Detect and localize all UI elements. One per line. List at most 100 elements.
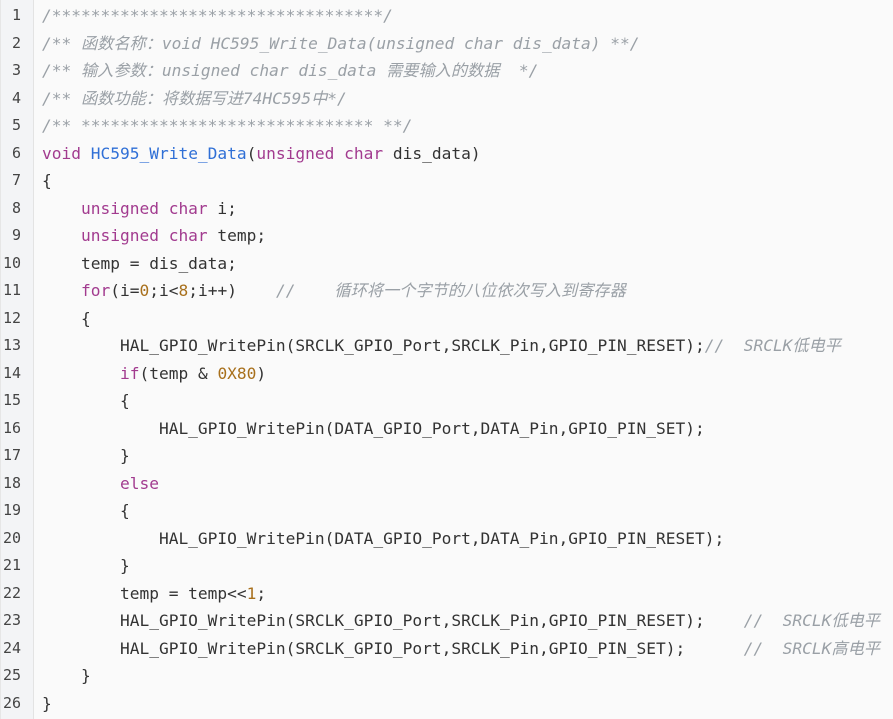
- code-text: }: [42, 442, 130, 470]
- line-number: 8: [11, 198, 21, 217]
- line-number-gutter: [1, 0, 34, 719]
- code-line: 4 /** 函数功能：将数据写进74HC595中*/: [1, 85, 893, 113]
- line-number: 21: [2, 556, 21, 574]
- comment-token: /** 函数功能：将数据写进74HC595中*/: [42, 88, 347, 108]
- comment-token: // SRCLK低电平: [704, 336, 841, 355]
- code-line: 6 void HC595_Write_Data(unsigned char dis…: [1, 140, 893, 168]
- code-text: temp = temp<<1;: [42, 580, 266, 608]
- code-line: 5 /** ****************************** **/: [1, 112, 893, 140]
- line-number: 14: [2, 363, 21, 382]
- number-token: 0: [139, 281, 150, 300]
- code-text: HAL_GPIO_WritePin(DATA_GPIO_Port,DATA_Pi…: [42, 415, 705, 443]
- code-text: {: [42, 167, 52, 195]
- code-token: temp;: [207, 226, 267, 245]
- code-line: 18 else: [1, 470, 893, 498]
- comment-token: /** ****************************** **/: [42, 116, 413, 135]
- code-line: 19 {: [1, 497, 893, 525]
- code-text: for(i=0;i<8;i++) // 循环将一个字节的八位依次写入到寄存器: [42, 277, 626, 305]
- code-token: {: [42, 391, 130, 410]
- keyword-token: unsigned char: [80, 226, 208, 245]
- code-line: 12 {: [1, 305, 893, 333]
- line-number: 5: [11, 116, 21, 134]
- code-token: (i=: [110, 281, 140, 300]
- line-number: 19: [2, 501, 21, 519]
- code-line: 7{: [1, 167, 893, 195]
- code-text: /**********************************/: [42, 2, 393, 30]
- code-text: unsigned char temp;: [42, 222, 266, 250]
- code-text: /** 函数名称：void HC595_Write_Data(unsigned …: [42, 30, 639, 58]
- code-text: {: [42, 497, 130, 525]
- line-number: 24: [2, 638, 21, 657]
- code-token: }: [42, 666, 91, 685]
- line-number: 23: [2, 611, 21, 629]
- code-text: /** 函数功能：将数据写进74HC595中*/: [42, 85, 347, 113]
- keyword-token: unsigned char: [80, 198, 208, 218]
- code-token: ;: [256, 583, 267, 603]
- code-text: HAL_GPIO_WritePin(SRCLK_GPIO_Port,SRCLK_…: [42, 635, 880, 663]
- code-token: }: [42, 556, 130, 575]
- line-number: 17: [2, 446, 21, 464]
- code-token: temp = dis_data;: [42, 253, 237, 273]
- keyword-token: if: [119, 363, 140, 383]
- line-number: 4: [11, 88, 21, 107]
- comment-token: /** 输入参数：unsigned char dis_data 需要输入的数据 …: [42, 61, 539, 80]
- code-text: /** 输入参数：unsigned char dis_data 需要输入的数据 …: [42, 57, 538, 85]
- line-number: 6: [11, 143, 21, 162]
- code-line: 14 if(temp & 0X80): [1, 360, 893, 388]
- code-line: 20 HAL_GPIO_WritePin(DATA_GPIO_Port,DATA…: [1, 525, 893, 553]
- line-number: 12: [2, 308, 21, 327]
- code-text: }: [42, 662, 91, 690]
- line-number: 11: [2, 281, 21, 299]
- line-number: 3: [11, 61, 21, 79]
- keyword-token: for: [80, 281, 111, 300]
- code-line: 9 unsigned char temp;: [1, 222, 893, 250]
- code-line: 17 }: [1, 442, 893, 470]
- code-line: 21 }: [1, 552, 893, 580]
- code-line: 24 HAL_GPIO_WritePin(SRCLK_GPIO_Port,SRC…: [1, 635, 893, 663]
- line-number: 1: [11, 6, 21, 24]
- code-token: [42, 364, 120, 383]
- line-number: 15: [2, 391, 21, 409]
- code-line: 15 {: [1, 387, 893, 415]
- code-token: ;i++): [188, 281, 276, 300]
- code-text: HAL_GPIO_WritePin(SRCLK_GPIO_Port,SRCLK_…: [42, 607, 880, 635]
- line-number: 16: [2, 418, 21, 437]
- code-token: HAL_GPIO_WritePin(SRCLK_GPIO_Port,SRCLK_…: [42, 611, 744, 630]
- code-line: 2/** 函数名称：void HC595_Write_Data(unsigned…: [1, 30, 893, 58]
- keyword-token: else: [119, 473, 159, 493]
- code-text: /** ****************************** **/: [42, 112, 412, 140]
- code-token: i;: [207, 198, 237, 218]
- line-number: 26: [2, 693, 21, 712]
- code-token: }: [42, 446, 130, 465]
- code-token: dis_data): [383, 143, 481, 163]
- code-token: ): [256, 363, 267, 383]
- code-token: {: [42, 501, 130, 520]
- code-token: [42, 281, 81, 300]
- code-line: 13 HAL_GPIO_WritePin(SRCLK_GPIO_Port,SRC…: [1, 332, 893, 360]
- code-line: 25 }: [1, 662, 893, 690]
- code-text: else: [42, 470, 159, 498]
- keyword-token: void: [42, 143, 91, 163]
- line-number: 20: [2, 528, 21, 547]
- code-text: }: [42, 690, 52, 718]
- code-token: ;i<: [149, 281, 179, 300]
- code-text: {: [42, 305, 91, 333]
- code-token: }: [42, 693, 52, 713]
- code-token: temp = temp<<: [42, 583, 247, 603]
- code-token: [42, 474, 120, 493]
- code-line: 1 /**********************************/: [1, 2, 893, 30]
- code-line: 11 for(i=0;i<8;i++) // 循环将一个字节的八位依次写入到寄存…: [1, 277, 893, 305]
- code-token: HAL_GPIO_WritePin(DATA_GPIO_Port,DATA_Pi…: [42, 418, 705, 438]
- code-text: unsigned char i;: [42, 195, 237, 223]
- code-line: 23 HAL_GPIO_WritePin(SRCLK_GPIO_Port,SRC…: [1, 607, 893, 635]
- code-token: [42, 226, 81, 245]
- number-token: 1: [246, 583, 257, 603]
- code-text: if(temp & 0X80): [42, 360, 266, 388]
- line-number: 7: [11, 171, 21, 189]
- number-token: 8: [178, 281, 189, 300]
- code-text: void HC595_Write_Data(unsigned char dis_…: [42, 140, 481, 168]
- comment-token: /** 函数名称：void HC595_Write_Data(unsigned …: [42, 33, 640, 53]
- code-line: 16 HAL_GPIO_WritePin(DATA_GPIO_Port,DATA…: [1, 415, 893, 443]
- code-line: 8 unsigned char i;: [1, 195, 893, 223]
